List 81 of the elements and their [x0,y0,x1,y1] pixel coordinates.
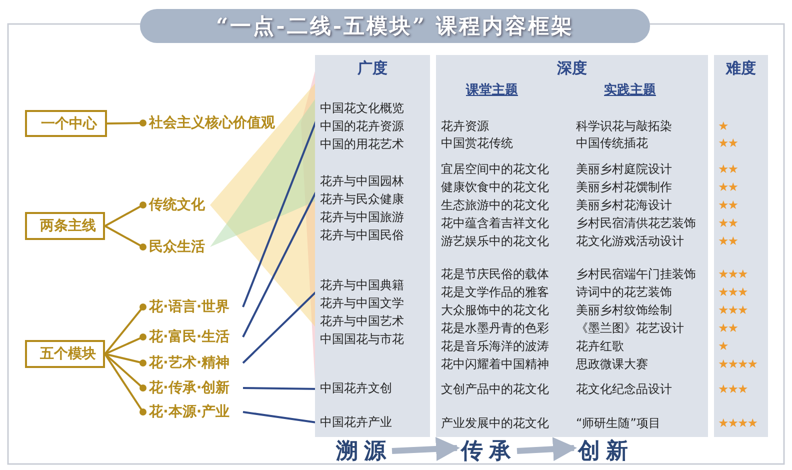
column-heading: 广度 [356,59,388,78]
topic-text: 中国的花卉资源 [320,118,405,135]
theme-label: 社会主义核心价值观 [143,113,293,133]
topic-text: 中国花卉产业 [320,414,393,431]
theme-label: 传统文化 [143,195,215,215]
classroom-topic: 健康饮食中的花文化 [441,179,549,196]
difficulty-stars: ★★★ [718,302,748,319]
theme-label: 花·语言·世界 [143,297,243,317]
classroom-topic: 文创产品中的花文化 [441,381,549,398]
topic-text: 中国花文化概览 [320,100,405,117]
topic-text: 花卉与中国园林 [320,173,405,190]
difficulty-stars: ★★ [718,320,738,337]
classroom-topic: 产业发展中的花文化 [441,415,549,432]
theme-label: 民众生活 [143,237,215,257]
stage-label: 溯源 [333,436,392,466]
column-panel [436,55,708,437]
practice-topic: 美丽乡村花馔制作 [576,179,672,196]
column-heading: 深度 [556,59,588,78]
subcolumn-heading: 课堂主题 [466,82,518,100]
column-panel [714,55,768,437]
theme-label: 花·艺术·精神 [143,353,243,373]
column-heading: 难度 [724,59,757,78]
theme-label: 花·富民·生活 [143,327,243,347]
difficulty-stars: ★★★★ [718,356,758,373]
practice-topic: 中国传统插花 [576,135,648,152]
classroom-topic: 花是水墨丹青的色彩 [441,320,549,337]
topic-text: 中国国花与市花 [320,331,405,348]
difficulty-stars: ★★★ [718,266,748,283]
topic-text: 花卉与中国艺术 [320,313,405,330]
difficulty-stars: ★ [718,118,728,135]
difficulty-stars: ★★★ [718,284,748,301]
practice-topic: 美丽乡村花海设计 [576,197,672,214]
title-banner: “一点-二线-五模块” 课程内容框架 [140,9,650,43]
classroom-topic: 中国赏花传统 [441,135,513,152]
classroom-topic: 花是文学作品的雅客 [441,284,549,301]
classroom-topic: 花是节庆民俗的载体 [441,266,549,283]
topic-text: 中国的用花艺术 [320,136,405,153]
practice-topic: “师研生随”项目 [576,415,660,432]
classroom-topic: 宜居空间中的花文化 [441,161,549,178]
column-panel [315,55,430,437]
classroom-topic: 大众服饰中的花文化 [441,302,549,319]
classroom-topic: 花中蕴含着吉祥文化 [441,215,549,232]
difficulty-stars: ★★ [718,161,738,178]
topic-text: 花卉与中国典籍 [320,277,405,294]
category-box: 一个中心 [25,110,107,137]
difficulty-stars: ★★ [718,215,738,232]
topic-text: 中国花卉文创 [320,380,393,397]
practice-topic: 美丽乡村纹饰绘制 [576,302,672,319]
practice-topic: 花文化纪念品设计 [576,381,672,398]
difficulty-stars: ★★★★ [718,415,758,432]
practice-topic: 科学识花与敲拓染 [576,118,672,135]
practice-topic: 花文化游戏活动设计 [576,233,684,250]
classroom-topic: 花中闪耀着中国精神 [441,356,549,373]
classroom-topic: 花是音乐海洋的波涛 [441,338,549,355]
theme-label: 花·本源·产业 [143,402,243,422]
classroom-topic: 游艺娱乐中的花文化 [441,233,549,250]
stage-label: 创新 [575,436,634,466]
practice-topic: 乡村民宿清供花艺装饰 [576,215,696,232]
topic-text: 花卉与民众健康 [320,191,405,208]
category-box: 两条主线 [25,212,105,240]
difficulty-stars: ★★ [718,233,738,250]
practice-topic: 《墨兰图》花艺设计 [576,320,684,337]
topic-text: 花卉与中国旅游 [320,209,405,226]
difficulty-stars: ★★★ [718,381,748,398]
practice-topic: 乡村民宿端午门挂装饰 [576,266,696,283]
difficulty-stars: ★★ [718,135,738,152]
topic-text: 花卉与中国民俗 [320,227,405,244]
topic-text: 花卉与中国文学 [320,295,405,312]
theme-label: 花·传承·创新 [143,378,243,398]
difficulty-stars: ★★ [718,197,738,214]
practice-topic: 思政微课大赛 [576,356,648,373]
subcolumn-heading: 实践主题 [604,82,656,100]
classroom-topic: 生态旅游中的花文化 [441,197,549,214]
classroom-topic: 花卉资源 [441,118,489,135]
practice-topic: 诗词中的花艺装饰 [576,284,672,301]
stage-label: 传承 [458,436,517,466]
practice-topic: 花卉红歌 [576,338,624,355]
difficulty-stars: ★ [718,338,728,355]
difficulty-stars: ★★ [718,179,738,196]
category-box: 五个模块 [25,340,105,368]
practice-topic: 美丽乡村庭院设计 [576,161,672,178]
